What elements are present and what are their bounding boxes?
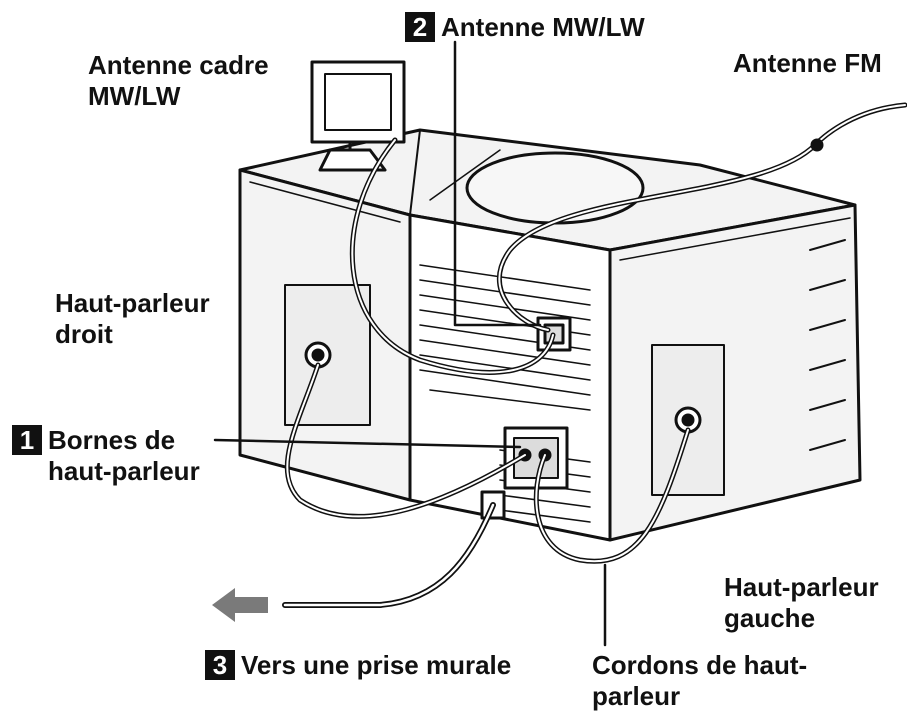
label-fm-antenna: Antenne FM: [733, 48, 882, 78]
terminals-leader-line: [213, 438, 522, 449]
step-number-2: 2: [405, 12, 435, 42]
main-unit: [408, 129, 645, 542]
left-speaker-cabinet: [608, 203, 862, 542]
label-speaker-cords: Cordons de haut- parleur: [592, 650, 808, 711]
right-speaker-cabinet: [238, 168, 412, 502]
side-vents: [809, 239, 846, 451]
ac-power-cord: [282, 502, 496, 608]
step-number-1: 1: [12, 425, 42, 455]
wall-outlet-arrow: [212, 588, 268, 622]
mwlw-leader-line: [453, 40, 542, 327]
cd-lid: [465, 151, 645, 225]
step-number-3: 3: [205, 650, 235, 680]
label-right-speaker: Haut-parleur droit: [55, 288, 210, 349]
loop-antenna: [310, 60, 406, 172]
label-left-speaker: Haut-parleur gauche: [724, 572, 879, 633]
label-loop-antenna: Antenne cadre MW/LW: [88, 50, 269, 111]
